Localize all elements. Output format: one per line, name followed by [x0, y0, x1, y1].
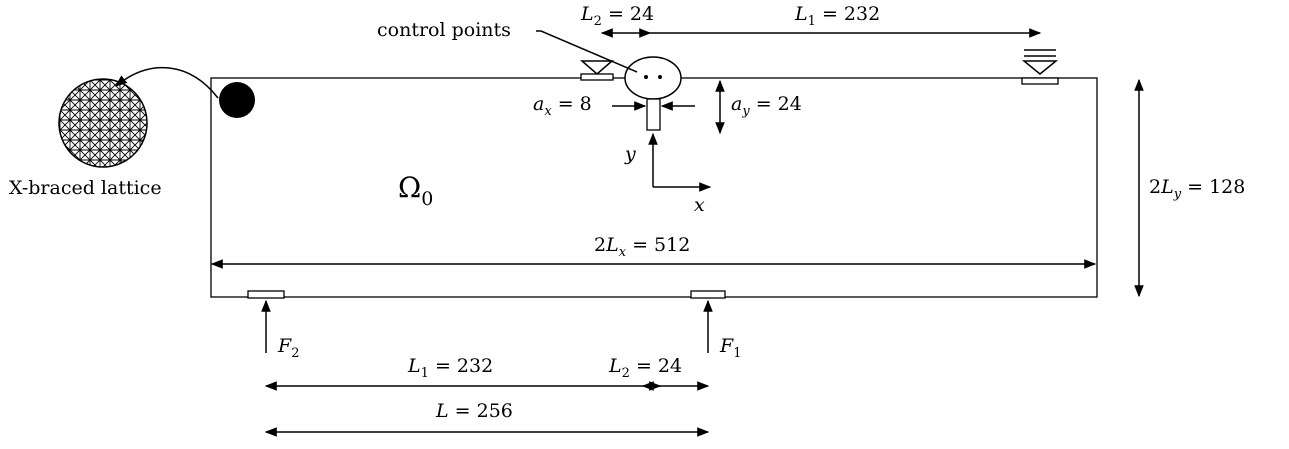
label-L: L = 256 — [435, 400, 513, 422]
label-2Ly: 2Ly = 128 — [1149, 176, 1245, 202]
label-L2-bottom: L2 = 24 — [608, 355, 682, 381]
force-F2-label: F2 — [277, 335, 299, 361]
label-ax: ax = 8 — [533, 93, 592, 119]
force-F1-label: F1 — [719, 335, 741, 361]
bottom-pad-right — [690, 290, 726, 299]
material-point — [219, 82, 255, 118]
bottom-pad-left — [247, 290, 285, 299]
x-axis-label: x — [694, 194, 705, 216]
label-ay: ay = 24 — [731, 93, 802, 119]
label-L1-bottom: L1 = 232 — [407, 355, 493, 381]
control-point — [658, 75, 662, 79]
lattice-arrow — [115, 66, 219, 99]
control-points-leader — [536, 30, 638, 73]
label-2Lx: 2Lx = 512 — [594, 234, 690, 260]
domain-label: Ω0 — [398, 171, 433, 210]
slit — [646, 98, 661, 131]
control-points-label: control points — [377, 19, 511, 41]
top-support-right — [1021, 49, 1059, 85]
label-L1-top: L1 = 232 — [794, 3, 880, 29]
control-point — [644, 75, 648, 79]
lattice-detail-icon — [58, 78, 148, 168]
lattice-label: X-braced lattice — [9, 177, 162, 199]
top-support-left — [579, 60, 615, 81]
control-points-ellipse — [624, 56, 682, 100]
label-L2-top: L2 = 24 — [580, 3, 654, 29]
y-axis-label: y — [624, 143, 636, 165]
